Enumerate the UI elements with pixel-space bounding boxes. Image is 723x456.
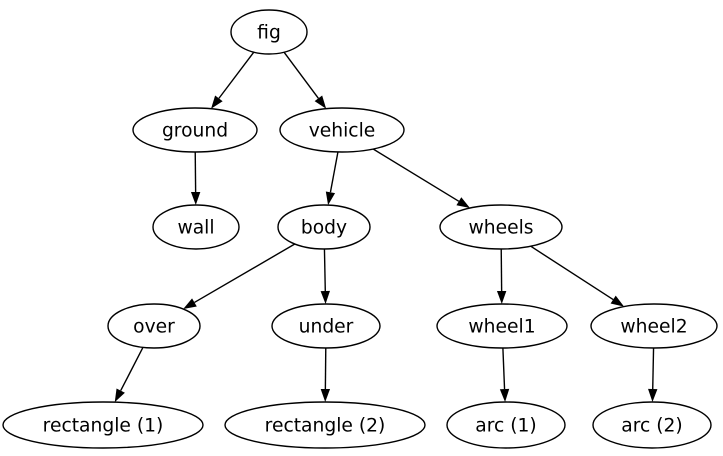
node-wheel2-ellipse (590, 303, 718, 349)
node-arc1-label: arc (1) (475, 416, 536, 437)
node-arc1-ellipse (446, 401, 566, 449)
node-rectangle1-label: rectangle (1) (43, 416, 164, 437)
node-body-label: body (301, 218, 347, 239)
node-over-ellipse (107, 303, 201, 349)
edge-wheel1-arc1 (502, 347, 506, 390)
node-vehicle-label: vehicle (309, 121, 376, 142)
node-wheels-ellipse (439, 204, 563, 250)
node-arc2-ellipse (592, 401, 712, 449)
node-wheel1-ellipse (436, 303, 568, 349)
node-over-label: over (133, 317, 175, 338)
edge-wheel2-arc2 (652, 347, 655, 390)
node-under-ellipse (271, 303, 381, 349)
node-rectangle1-ellipse (2, 401, 204, 449)
node-ground-ellipse (132, 107, 258, 153)
arrowhead-vehicle-body (325, 191, 336, 206)
node-rectangle2-ellipse (224, 401, 426, 449)
edge-over-rectangle1 (120, 347, 144, 391)
arrowhead-wheel2-arc2 (648, 388, 658, 403)
arrowhead-fig-vehicle (314, 95, 327, 109)
arrowhead-vehicle-wheels (456, 197, 470, 209)
edge-fig-ground (218, 51, 255, 99)
edge-vehicle-body (329, 151, 339, 193)
edge-wheels-wheel2 (530, 245, 614, 301)
edge-body-over (194, 243, 296, 304)
arrowhead-fig-ground (211, 95, 223, 109)
node-fig-ellipse (230, 9, 308, 55)
node-wheel2-label: wheel2 (620, 317, 687, 338)
arrowhead-body-under (320, 290, 330, 305)
node-ground-label: ground (162, 121, 228, 142)
arrowhead-over-rectangle1 (114, 388, 125, 403)
arrowhead-wheels-wheel2 (610, 295, 625, 307)
arrowhead-wheels-wheel1 (496, 290, 507, 305)
arrowhead-under-rectangle2 (320, 388, 331, 403)
edge-fig-vehicle (283, 51, 319, 99)
node-fig-label: fig (257, 23, 281, 44)
node-vehicle-ellipse (279, 107, 405, 153)
arrowhead-wheel1-arc1 (499, 388, 510, 403)
node-wheels-label: wheels (468, 218, 533, 239)
node-body-ellipse (277, 204, 371, 250)
arrowhead-body-over (183, 298, 197, 309)
node-arc2-label: arc (2) (621, 416, 682, 437)
edge-vehicle-wheels (372, 148, 460, 202)
node-wall-label: wall (177, 218, 214, 239)
node-wall-ellipse (152, 204, 240, 250)
node-under-label: under (299, 317, 354, 338)
node-rectangle2-label: rectangle (2) (265, 416, 386, 437)
arrowhead-ground-wall (190, 191, 201, 206)
node-wheel1-label: wheel1 (468, 317, 535, 338)
edge-body-under (323, 248, 326, 292)
